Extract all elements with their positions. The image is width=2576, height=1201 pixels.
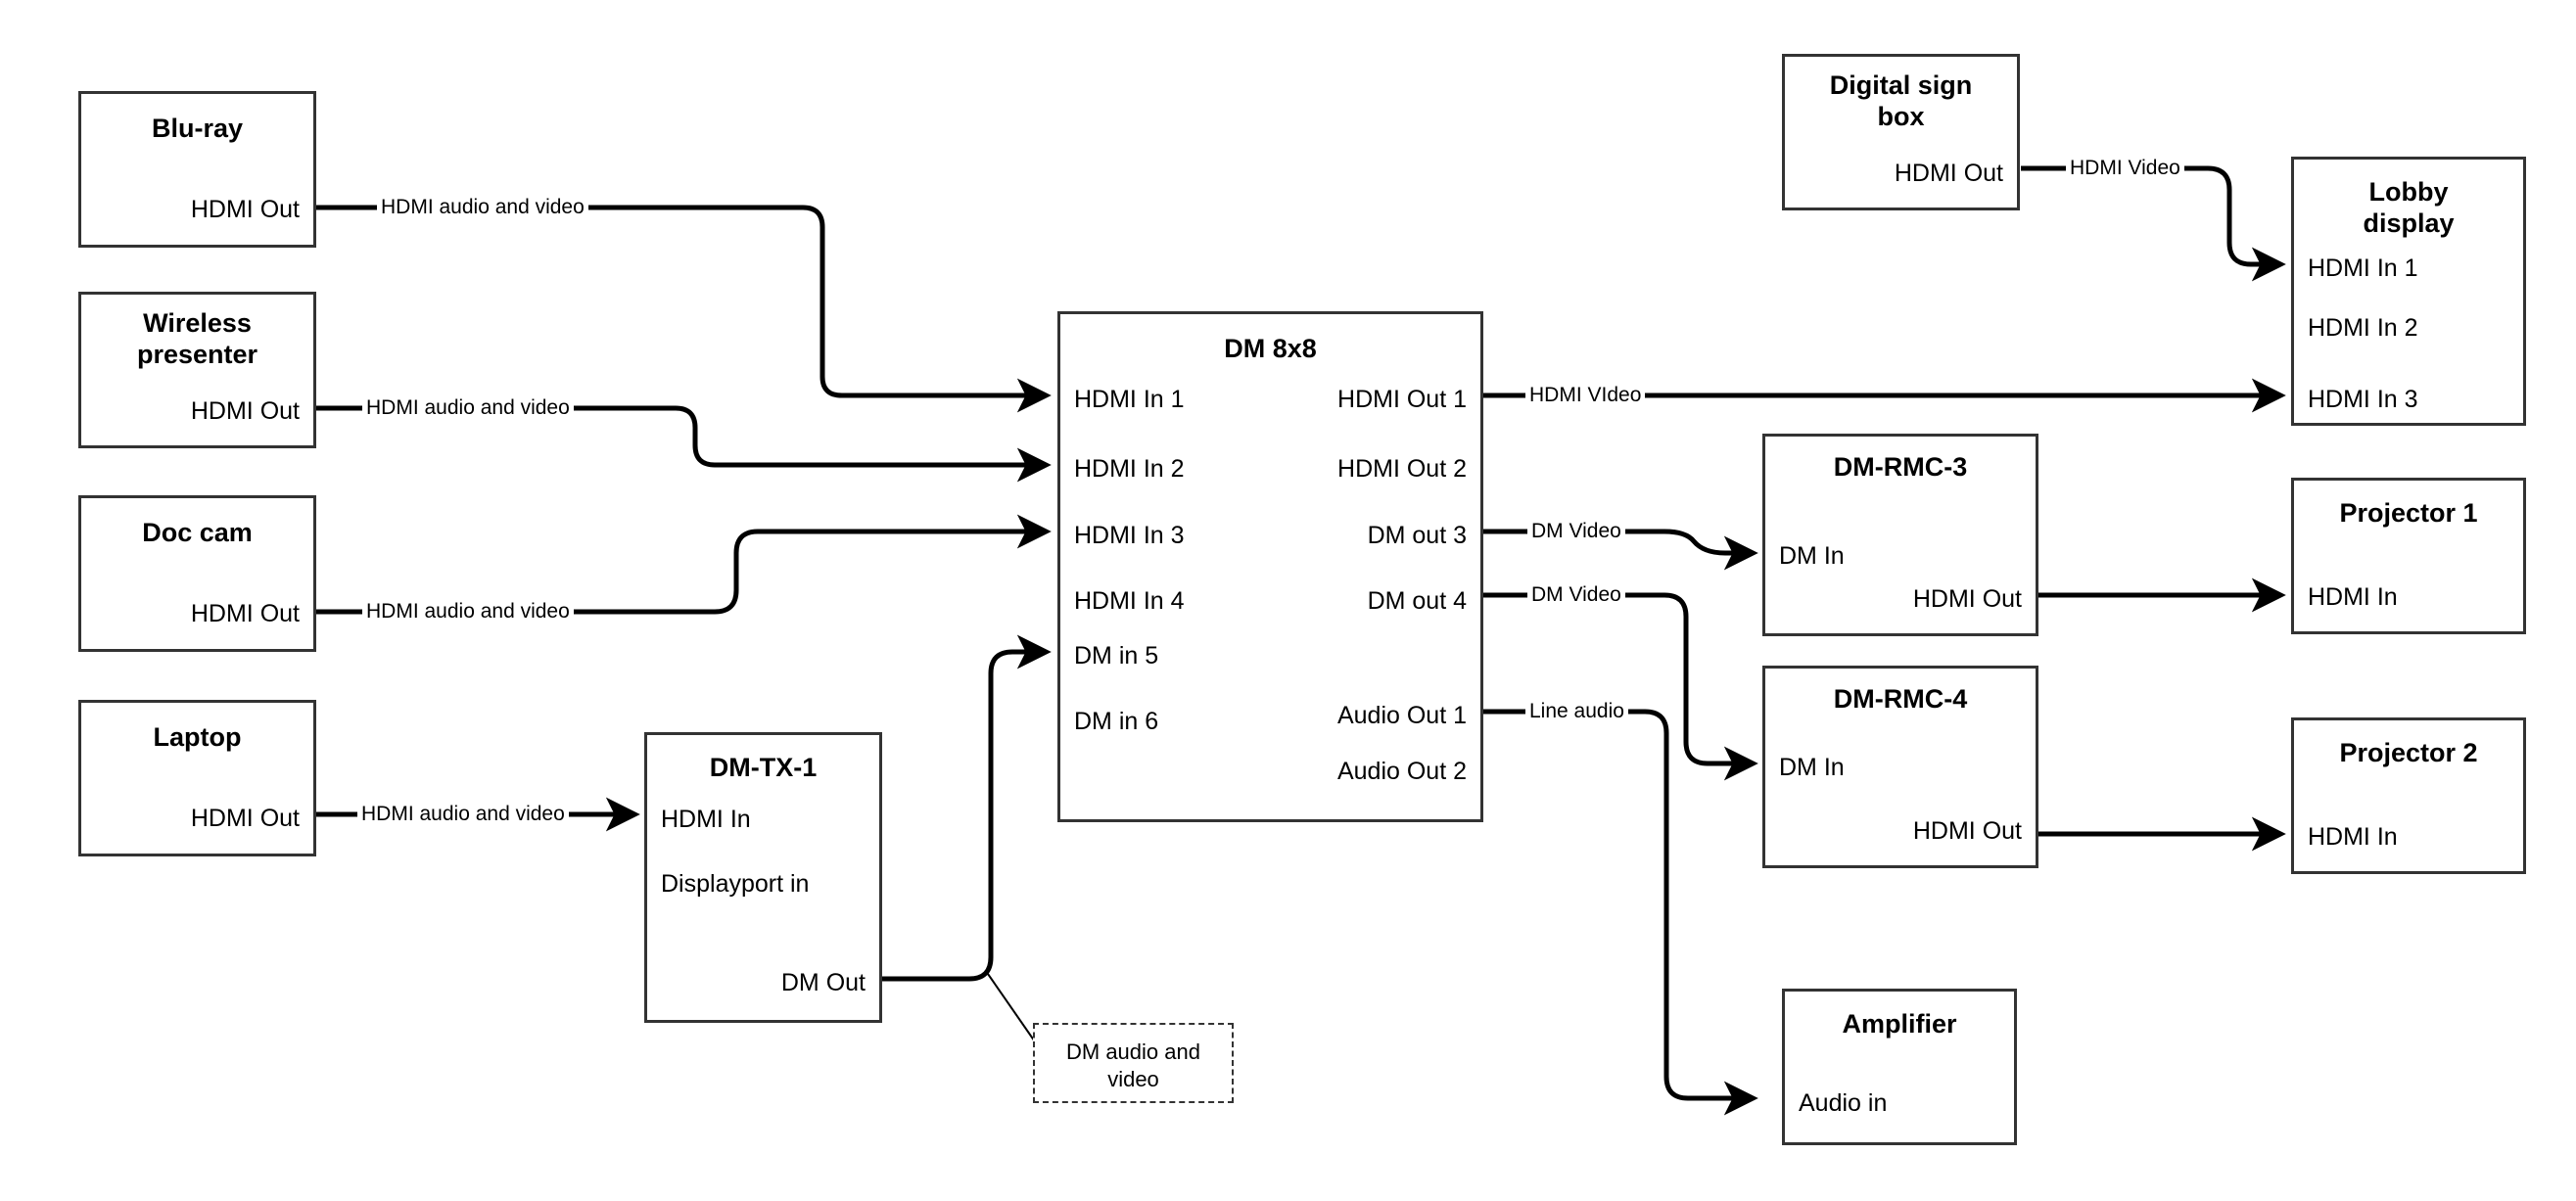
node-digital-sign-box-title-line2: box <box>1877 102 1925 131</box>
node-dm-8x8-output-audio-out-2: Audio Out 2 <box>1336 758 1467 785</box>
wire-label-bluray-to-dm: HDMI audio and video <box>377 196 588 219</box>
node-dm-8x8-input-dm-in-6: DM in 6 <box>1074 708 1159 735</box>
callout-leader-line <box>987 973 1040 1048</box>
node-dm-8x8-title: DM 8x8 <box>1224 334 1317 363</box>
node-projector-1[interactable]: Projector 1 HDMI In <box>2291 478 2526 634</box>
node-dm-8x8-output-audio-out-1: Audio Out 1 <box>1336 702 1467 729</box>
node-bluray-port-hdmi-out: HDMI Out <box>190 196 300 223</box>
node-wireless-presenter-port-hdmi-out: HDMI Out <box>190 397 300 425</box>
callout-dm-audio-video: DM audio and video <box>1033 1023 1234 1103</box>
node-lobby-display-title-line2: display <box>2363 208 2455 238</box>
node-dm-8x8[interactable]: DM 8x8 HDMI In 1 HDMI In 2 HDMI In 3 HDM… <box>1057 311 1483 822</box>
node-dm-8x8-input-hdmi-in-2: HDMI In 2 <box>1074 455 1185 483</box>
node-dm-rmc-3-port-dm-in: DM In <box>1779 542 1845 570</box>
wire-bluray-to-dm-in1 <box>316 205 1052 413</box>
node-wireless-presenter[interactable]: Wireless presenter HDMI Out <box>78 292 316 448</box>
node-dm-tx-1-port-displayport-in: Displayport in <box>661 870 810 898</box>
node-doc-cam-port-hdmi-out: HDMI Out <box>190 600 300 627</box>
node-digital-sign-box[interactable]: Digital sign box HDMI Out <box>1782 54 2020 210</box>
node-lobby-display-port-hdmi-in-1: HDMI In 1 <box>2308 254 2418 282</box>
node-wireless-presenter-title-line2: presenter <box>136 340 258 369</box>
wire-label-sign-to-lobby: HDMI Video <box>2066 157 2184 180</box>
node-dm-rmc-4-port-hdmi-out: HDMI Out <box>1912 817 2022 845</box>
wire-label-dmout4-to-rmc4: DM Video <box>1527 583 1625 607</box>
node-dm-8x8-output-dm-out-3: DM out 3 <box>1367 522 1467 549</box>
wire-label-audioout1-to-amp: Line audio <box>1525 700 1628 723</box>
node-dm-8x8-output-hdmi-out-1: HDMI Out 1 <box>1337 386 1467 413</box>
node-dm-rmc-4-port-dm-in: DM In <box>1779 754 1845 781</box>
wire-sign-to-lobby-in1 <box>2021 165 2286 282</box>
node-dm-rmc-4[interactable]: DM-RMC-4 DM In HDMI Out <box>1762 666 2038 868</box>
node-dm-8x8-input-hdmi-in-1: HDMI In 1 <box>1074 386 1185 413</box>
node-projector-2-port-hdmi-in: HDMI In <box>2308 823 2398 851</box>
node-dm-8x8-input-hdmi-in-4: HDMI In 4 <box>1074 587 1185 615</box>
wire-label-dmout3-to-rmc3: DM Video <box>1527 520 1625 543</box>
callout-dm-audio-video-line1: DM audio and <box>1066 1039 1200 1064</box>
node-lobby-display-port-hdmi-in-2: HDMI In 2 <box>2308 314 2418 342</box>
node-digital-sign-box-port-hdmi-out: HDMI Out <box>1894 160 2003 187</box>
callout-dm-audio-video-line2: video <box>1107 1067 1159 1091</box>
wire-dm-audioout1-to-amp-in <box>1483 709 1758 1116</box>
node-bluray-title: Blu-ray <box>151 114 244 143</box>
wire-dm-out4-to-rmc4-in <box>1483 592 1758 781</box>
node-wireless-presenter-title-line1: Wireless <box>143 308 252 338</box>
node-doc-cam[interactable]: Doc cam HDMI Out <box>78 495 316 652</box>
node-digital-sign-box-title-line1: Digital sign <box>1829 70 1973 100</box>
node-dm-8x8-output-hdmi-out-2: HDMI Out 2 <box>1337 455 1467 483</box>
node-lobby-display-title-line1: Lobby <box>2368 177 2449 207</box>
node-laptop[interactable]: Laptop HDMI Out <box>78 700 316 856</box>
node-laptop-port-hdmi-out: HDMI Out <box>190 805 300 832</box>
node-laptop-title: Laptop <box>153 722 242 752</box>
node-dm-rmc-3-port-hdmi-out: HDMI Out <box>1912 585 2022 613</box>
node-amplifier[interactable]: Amplifier Audio in <box>1782 989 2017 1145</box>
node-dm-8x8-input-dm-in-5: DM in 5 <box>1074 642 1159 670</box>
node-dm-rmc-3-title: DM-RMC-3 <box>1833 452 1968 482</box>
wire-label-doccam-to-dm: HDMI audio and video <box>362 600 574 624</box>
node-doc-cam-title: Doc cam <box>142 518 253 547</box>
node-lobby-display[interactable]: Lobby display HDMI In 1 HDMI In 2 HDMI I… <box>2291 157 2526 426</box>
node-dm-8x8-input-hdmi-in-3: HDMI In 3 <box>1074 522 1185 549</box>
wire-label-hdmiout1-to-lobby: HDMI VIdeo <box>1525 384 1646 407</box>
node-dm-rmc-4-title: DM-RMC-4 <box>1833 684 1968 714</box>
wire-label-laptop-to-tx: HDMI audio and video <box>357 803 569 826</box>
node-dm-rmc-3[interactable]: DM-RMC-3 DM In HDMI Out <box>1762 434 2038 636</box>
node-bluray[interactable]: Blu-ray HDMI Out <box>78 91 316 248</box>
node-dm-tx-1-title: DM-TX-1 <box>709 753 818 782</box>
node-projector-2[interactable]: Projector 2 HDMI In <box>2291 717 2526 874</box>
node-dm-tx-1[interactable]: DM-TX-1 HDMI In Displayport in DM Out <box>644 732 882 1023</box>
node-projector-1-port-hdmi-in: HDMI In <box>2308 583 2398 611</box>
wire-label-wireless-to-dm: HDMI audio and video <box>362 396 574 420</box>
node-projector-1-title: Projector 1 <box>2339 498 2478 528</box>
node-dm-tx-1-port-dm-out: DM Out <box>780 969 866 996</box>
node-amplifier-port-audio-in: Audio in <box>1799 1089 1888 1117</box>
wire-tx-out-to-dm-in5 <box>882 634 1052 982</box>
node-amplifier-title: Amplifier <box>1842 1009 1957 1039</box>
node-dm-tx-1-port-hdmi-in: HDMI In <box>661 806 751 833</box>
node-lobby-display-port-hdmi-in-3: HDMI In 3 <box>2308 386 2418 413</box>
node-projector-2-title: Projector 2 <box>2339 738 2478 767</box>
node-dm-8x8-output-dm-out-4: DM out 4 <box>1367 587 1467 615</box>
